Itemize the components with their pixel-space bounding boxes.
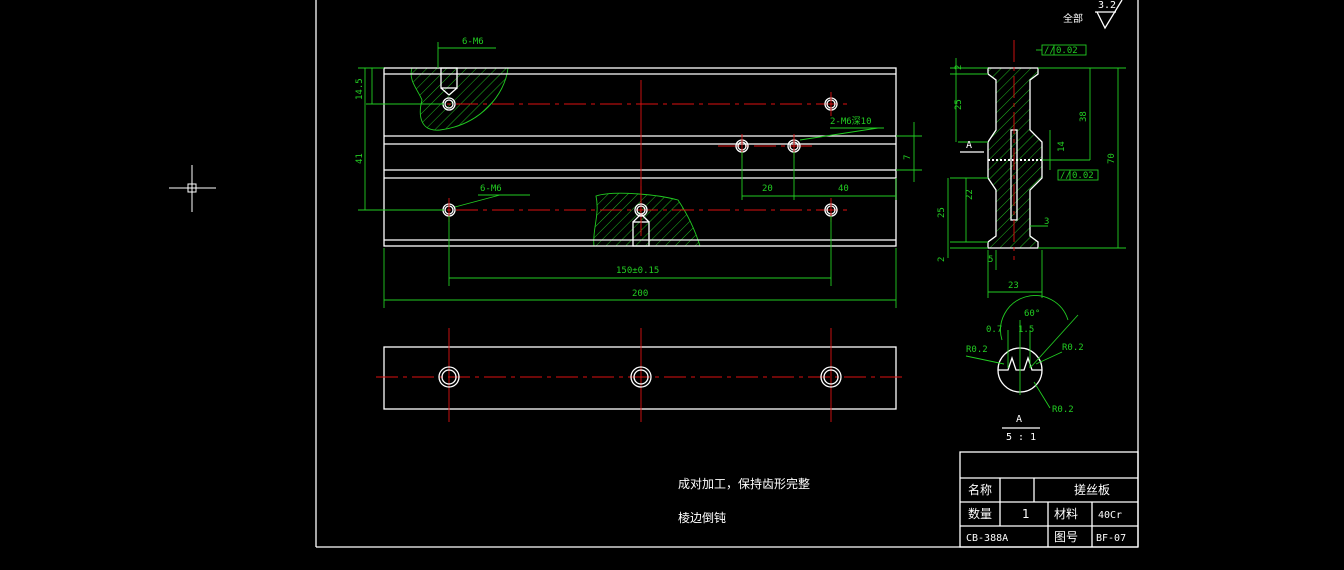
dim-mid: 38 [1079, 111, 1089, 122]
note-1: 成对加工，保持齿形完整 [678, 476, 810, 491]
svg-text://: // [1060, 171, 1071, 181]
tolerance-frame-upper: // 0.02 [1036, 44, 1087, 56]
detail-d07: 0.7 [986, 325, 1002, 335]
section-breakout-top [410, 67, 509, 131]
dim-overall-length: 200 [632, 289, 648, 299]
svg-text:0.02: 0.02 [1056, 46, 1078, 56]
dim-7: 7 [903, 155, 913, 160]
bottom-view-outline [383, 346, 897, 410]
bottom-view [376, 328, 904, 422]
roughness-symbol: 3.2 全部 [1063, 0, 1123, 30]
callout-bottom-holes: 6-M6 [480, 184, 502, 194]
tolerance-frame-lower: // 0.02 [1057, 169, 1099, 181]
name-label: 名称 [968, 482, 992, 497]
qty-label: 数量 [968, 506, 992, 521]
dim-lower: 25 [937, 207, 947, 218]
dim-slot-width: 5 [988, 255, 993, 265]
roughness-value: 3.2 [1098, 0, 1116, 11]
dim-bottom-flange: 2 [937, 257, 947, 262]
callout-top-holes: 6-M6 [462, 37, 484, 47]
detail-r-left: R0.2 [966, 345, 988, 355]
dim-slot-depth: 3 [1044, 217, 1049, 227]
technical-notes: 成对加工，保持齿形完整 棱边倒钝 [678, 476, 810, 525]
name-value: 搓丝板 [1074, 482, 1110, 497]
dim-slot: 14 [1057, 141, 1067, 152]
crosshair-cursor[interactable] [169, 165, 216, 212]
detail-r-bottom: R0.2 [1052, 405, 1074, 415]
detail-label: A [1016, 414, 1022, 425]
section-mark: A [966, 140, 972, 151]
material-label: 材料 [1054, 507, 1078, 521]
svg-text://: // [1044, 46, 1055, 56]
svg-text:0.02: 0.02 [1072, 171, 1094, 181]
detail-angle: 60° [1024, 309, 1040, 319]
detail-view: 60° 0.7 1.5 R0.2 R0.2 R0.2 A 5 : 1 [965, 295, 1084, 443]
dim-40: 40 [838, 184, 849, 194]
dim-width: 23 [1008, 281, 1019, 291]
dim-total: 70 [1107, 153, 1117, 164]
front-dimensions: 200 150±0.15 41 14.5 20 40 [355, 37, 922, 308]
drawing-id: CB-388A [966, 533, 1008, 544]
dim-lower-inner: 22 [965, 189, 975, 200]
material-value: 40Cr [1098, 510, 1122, 521]
title-block: 名称 搓丝板 数量 1 材料 40Cr CB-388A 图号 BF-07 [959, 451, 1139, 548]
dim-top-flange: 2 [954, 65, 964, 70]
roughness-prefix: 全部 [1063, 12, 1083, 25]
dim-hole-spacing: 150±0.15 [616, 266, 659, 276]
dim-offset: 14.5 [355, 78, 365, 100]
drawing-no-value: BF-07 [1096, 533, 1126, 544]
drawing-no-label: 图号 [1054, 530, 1078, 544]
side-view: 2 25 25 22 2 70 38 14 23 5 3 // 0.02 [937, 40, 1126, 298]
detail-d15: 1.5 [1018, 325, 1034, 335]
dim-20: 20 [762, 184, 773, 194]
callout-side-holes: 2-M6深10 [830, 116, 872, 127]
detail-scale: 5 : 1 [1006, 432, 1036, 443]
qty-value: 1 [1022, 507, 1030, 521]
dim-height: 41 [355, 153, 365, 164]
dim-upper: 25 [954, 99, 964, 110]
detail-r-right: R0.2 [1062, 343, 1084, 353]
front-view: 200 150±0.15 41 14.5 20 40 [355, 37, 922, 308]
note-2: 棱边倒钝 [678, 510, 726, 525]
